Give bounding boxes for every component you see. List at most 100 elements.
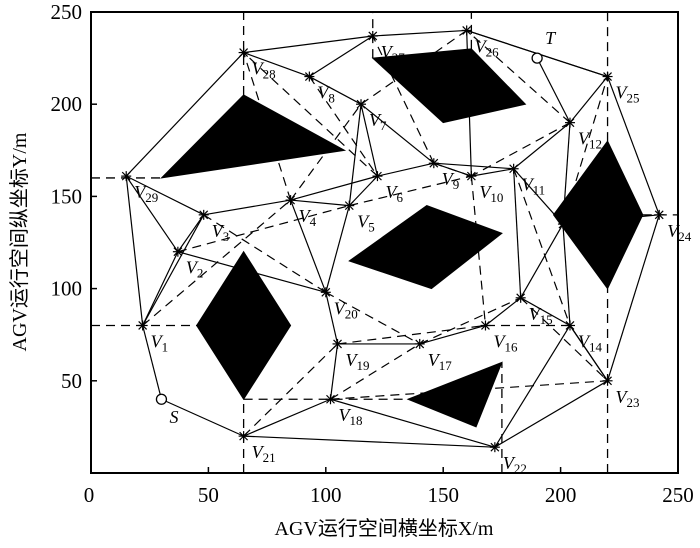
node-label: V19 xyxy=(346,350,370,373)
node-label: V25 xyxy=(616,83,640,106)
node-marker xyxy=(344,201,354,211)
node-v17: V17 xyxy=(414,338,452,373)
node-v27: V27 xyxy=(367,30,405,65)
dashed-edge xyxy=(470,176,487,326)
solid-edge xyxy=(520,223,564,299)
node-label: V6 xyxy=(385,182,403,205)
node-marker xyxy=(516,293,526,303)
node-v26: V26 xyxy=(461,25,499,59)
node-marker xyxy=(239,431,249,441)
node-label: V28 xyxy=(252,59,276,82)
node-v21: V21 xyxy=(238,431,276,465)
node-v28: V28 xyxy=(238,47,276,82)
node-v4: V4 xyxy=(285,195,317,229)
node-label: V20 xyxy=(334,298,358,321)
solid-edge xyxy=(203,199,291,216)
node-v12: V12 xyxy=(564,117,602,152)
solid-edge xyxy=(325,205,350,293)
node-label: V9 xyxy=(442,169,460,192)
dashed-edge xyxy=(433,162,472,177)
target-point-label: T xyxy=(545,28,557,48)
node-v19: V19 xyxy=(332,338,370,373)
solid-edge xyxy=(142,251,179,326)
node-label: V15 xyxy=(529,304,553,327)
node-marker xyxy=(603,376,612,386)
node-marker xyxy=(356,99,366,109)
dashed-edge xyxy=(520,297,608,382)
node-marker xyxy=(603,72,612,81)
solid-edge xyxy=(536,57,571,123)
solid-edge xyxy=(142,325,163,400)
y-tick-label: 100 xyxy=(51,277,83,301)
node-label: V8 xyxy=(317,83,335,106)
node-marker xyxy=(368,31,378,41)
solid-edge xyxy=(161,398,244,437)
node-v29: V29 xyxy=(121,171,158,205)
solid-edge xyxy=(466,30,472,177)
node-marker xyxy=(304,72,314,81)
node-v16: V16 xyxy=(480,320,518,354)
solid-edge xyxy=(309,76,362,105)
x-tick-label: 150 xyxy=(427,483,459,507)
node-v9: V9 xyxy=(428,158,460,192)
solid-edge xyxy=(569,76,609,124)
solid-edge xyxy=(329,343,339,400)
solid-edge xyxy=(562,122,571,225)
network-edges xyxy=(125,29,660,448)
node-label: V3 xyxy=(212,221,230,244)
node-v6: V6 xyxy=(372,171,403,205)
solid-edge xyxy=(243,435,495,448)
y-tick-label: 250 xyxy=(51,0,83,24)
node-v15: V15 xyxy=(515,292,553,327)
solid-edge xyxy=(325,292,339,345)
plot-frame xyxy=(90,11,679,474)
node-marker xyxy=(326,394,335,404)
solid-edge xyxy=(309,35,374,78)
dashed-edge xyxy=(337,324,486,345)
solid-edge xyxy=(125,175,179,253)
x-tick-label: 250 xyxy=(662,483,694,507)
solid-edge xyxy=(520,297,571,327)
node-label: V1 xyxy=(151,331,169,354)
obstacle xyxy=(552,140,644,290)
node-marker xyxy=(321,287,331,297)
solid-edge xyxy=(513,122,571,170)
node-label: V23 xyxy=(616,387,640,410)
solid-edge xyxy=(372,29,467,37)
dashed-edge xyxy=(471,122,571,177)
dashed-edge xyxy=(330,380,608,400)
node-marker xyxy=(415,339,425,349)
node-v7: V7 xyxy=(356,99,387,133)
dashed-edge xyxy=(330,343,421,400)
node-v5: V5 xyxy=(344,200,375,235)
node-label: V21 xyxy=(252,442,276,465)
dashed-edge xyxy=(243,52,292,201)
node-label: V2 xyxy=(186,258,204,281)
obstacle xyxy=(196,250,292,401)
y-tick-label: 50 xyxy=(61,369,82,393)
solid-edge xyxy=(360,103,435,164)
solid-edge xyxy=(125,176,144,326)
solid-edge xyxy=(243,35,373,54)
solid-edge xyxy=(419,324,486,345)
dashed-edge xyxy=(290,103,362,201)
solid-edge xyxy=(562,214,660,225)
node-v24: V24 xyxy=(654,209,692,244)
solid-edge xyxy=(562,224,571,326)
node-v8: V8 xyxy=(304,71,335,106)
y-axis-title: AGV运行空间纵坐标Y/m xyxy=(8,132,31,351)
solid-edge xyxy=(243,52,310,78)
dashed-edge xyxy=(142,199,291,326)
solid-edge xyxy=(569,325,609,382)
node-marker xyxy=(509,164,519,174)
y-tick-label: 200 xyxy=(51,92,83,116)
node-marker xyxy=(429,158,439,168)
dashed-edge xyxy=(360,29,468,105)
node-marker xyxy=(239,48,249,57)
solid-edge xyxy=(177,251,326,293)
solid-edge xyxy=(125,175,204,216)
x-tick-label: 0 xyxy=(84,483,95,507)
node-marker xyxy=(121,171,131,181)
